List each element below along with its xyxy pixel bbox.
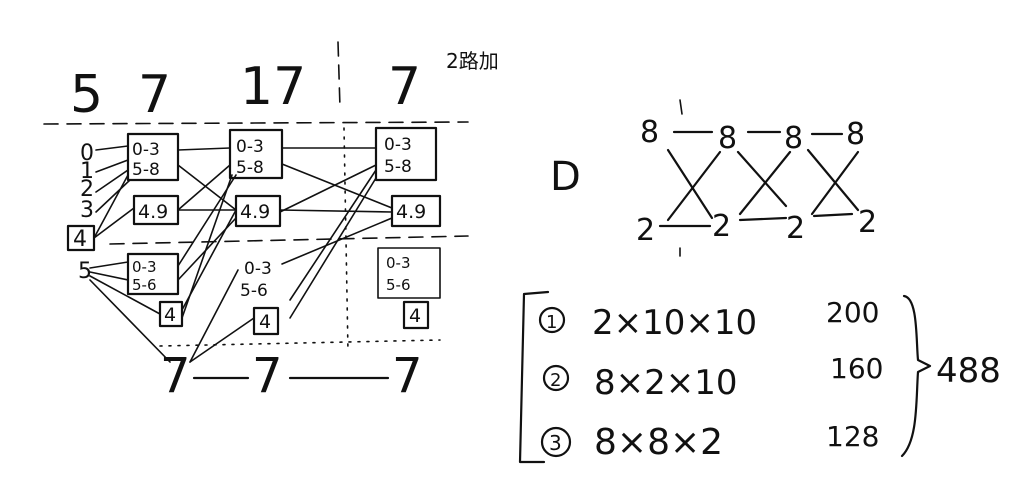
- marker-circle-2: [542, 364, 570, 392]
- column-head-1: 5: [70, 65, 103, 125]
- side-label: D: [550, 154, 581, 200]
- col1-bot-box: [126, 252, 180, 296]
- col3-bot-line1: 0-3: [386, 254, 411, 272]
- separator-upper: [337, 41, 341, 109]
- marker-2: 2: [550, 370, 561, 391]
- input-label-4: 4: [73, 227, 87, 252]
- right-lattice-diagram: D 8 8 8 8 2 2 2 2: [550, 99, 877, 257]
- col3-mid-label: 4.9: [396, 201, 426, 223]
- top-node-3: 8: [784, 121, 803, 156]
- col3-bot-line2: 5-6: [386, 276, 411, 294]
- chain-node-2: 7: [252, 348, 283, 404]
- marker-3: 3: [549, 431, 562, 455]
- column-head-3: 17: [240, 57, 306, 117]
- col2-mid-label: 4.9: [240, 201, 270, 223]
- marker-circle-3: [540, 426, 572, 458]
- input-label-0: 0: [80, 141, 94, 166]
- bottom-dotted-line: [159, 339, 441, 347]
- input-label-1: 1: [80, 159, 94, 184]
- col1-top-line1: 0-3: [132, 140, 160, 160]
- bottom-node-3: 2: [786, 211, 805, 246]
- column-head-2: 7: [138, 65, 171, 125]
- input-label-2: 2: [80, 177, 94, 202]
- col2-small-box: [252, 306, 280, 336]
- total: 488: [936, 351, 1001, 391]
- col1-bot-line2: 5-6: [132, 276, 157, 294]
- right-brace: [900, 294, 932, 458]
- col2-top-line1: 0-3: [236, 137, 264, 157]
- value-1: 200: [826, 296, 879, 329]
- top-node-4: 8: [846, 117, 865, 152]
- col1-top-box: [126, 132, 180, 182]
- left-network-diagram: 5 7 17 7 2路加 0 1 2 3 4 5 0-3 5-8 4.9 0-3…: [43, 41, 499, 404]
- tick-mark: [679, 99, 683, 115]
- col1-mid-label: 4.9: [138, 201, 168, 223]
- top-node-2: 8: [718, 121, 737, 156]
- chain-node-1: 7: [160, 348, 191, 404]
- marker-circle-1: [538, 306, 566, 334]
- input-label-3: 3: [80, 198, 94, 223]
- corner-note: 2路加: [446, 49, 499, 73]
- col1-top-line2: 5-8: [132, 160, 160, 180]
- input-label-5: 5: [78, 259, 92, 284]
- marker-1: 1: [546, 312, 557, 333]
- col2-top-box: [228, 128, 284, 180]
- col3-bot-box: [377, 247, 441, 299]
- col3-mid-box: [390, 194, 442, 228]
- value-2: 160: [830, 352, 883, 385]
- col2-bot-line1: 0-3: [244, 259, 272, 279]
- lattice-edges: [658, 130, 860, 228]
- chain-node-3: 7: [392, 348, 423, 404]
- expr-3: 8×8×2: [594, 422, 723, 463]
- calculation-block: 1 2×10×10 200 2 8×2×10 160 3 8×8×2 128 4…: [518, 290, 1001, 464]
- middle-dashed-line: [109, 235, 469, 245]
- col1-small-label: 4: [164, 304, 176, 326]
- col2-bot-line2: 5-6: [240, 281, 268, 301]
- col1-bot-line1: 0-3: [132, 258, 157, 276]
- col3-small-box: [402, 300, 430, 330]
- separator-lower: [343, 127, 349, 353]
- connection-lines: [89, 145, 393, 363]
- top-dashed-line: [43, 121, 469, 125]
- bottom-node-2: 2: [712, 209, 731, 244]
- left-bracket: [518, 290, 550, 464]
- col3-top-box: [374, 126, 438, 182]
- value-3: 128: [826, 420, 879, 453]
- expr-2: 8×2×10: [594, 363, 738, 403]
- col2-top-line2: 5-8: [236, 158, 264, 178]
- col2-small-label: 4: [259, 311, 271, 333]
- bottom-node-1: 2: [636, 213, 655, 248]
- col3-top-line1: 0-3: [384, 135, 412, 155]
- bottom-node-4: 2: [858, 205, 877, 240]
- top-node-1: 8: [640, 115, 659, 150]
- col3-small-label: 4: [409, 305, 421, 327]
- expr-1: 2×10×10: [592, 303, 757, 343]
- col3-top-line2: 5-8: [384, 157, 412, 177]
- column-head-4: 7: [388, 57, 421, 117]
